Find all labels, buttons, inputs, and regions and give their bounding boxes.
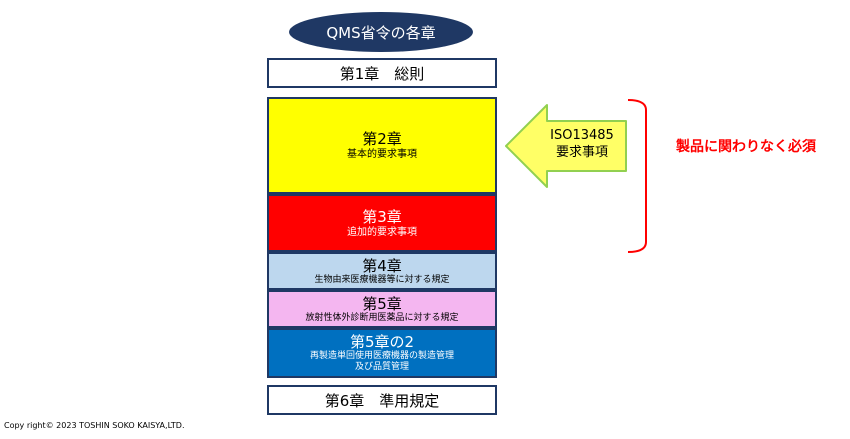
chapter-5-2-label: 第5章の2 [349, 333, 415, 351]
chapter-3-box: 第3章 追加的要求事項 [267, 194, 497, 252]
chapter-5-box: 第5章 放射性体外診断用医薬品に対する規定 [267, 290, 497, 328]
chapter-1-label: 第1章 総則 [339, 64, 425, 83]
chapter-4-box: 第4章 生物由来医療機器等に対する規定 [267, 252, 497, 290]
chapter-2-box: 第2章 基本的要求事項 [267, 97, 497, 194]
chapter-5-2-subtitle: 再製造単回使用医療機器の製造管理 [309, 351, 454, 361]
chapter-5-2-subtitle-line2: 及び品質管理 [354, 362, 409, 372]
chapter-6-box: 第6章 準用規定 [267, 385, 497, 415]
chapter-6-label: 第6章 準用規定 [324, 391, 440, 410]
chapter-1-box: 第1章 総則 [267, 58, 497, 88]
chapter-5-subtitle: 放射性体外診断用医薬品に対する規定 [305, 312, 459, 323]
iso-arrow-line2: 要求事項 [555, 145, 608, 160]
chapter-4-subtitle: 生物由来医療機器等に対する規定 [314, 274, 450, 285]
right-bracket [627, 99, 647, 253]
diagram-title: QMS省令の各章 [289, 12, 473, 52]
chapter-3-subtitle: 追加的要求事項 [347, 226, 417, 238]
chapter-2-subtitle: 基本的要求事項 [347, 149, 417, 160]
chapter-5-label: 第5章 [362, 294, 402, 313]
chapter-4-label: 第4章 [362, 256, 402, 275]
chapter-5-2-box: 第5章の2 再製造単回使用医療機器の製造管理 及び品質管理 [267, 328, 497, 378]
iso-arrow-line1: ISO13485 [550, 128, 614, 143]
iso-arrow-text: ISO13485 要求事項 [540, 127, 624, 161]
chapter-2-label: 第2章 [362, 130, 402, 148]
mandatory-note: 製品に関わりなく必須 [676, 139, 816, 155]
iso-arrow [505, 104, 627, 188]
chapter-3-label: 第3章 [362, 207, 402, 226]
copyright-text: Copy right© 2023 TOSHIN SOKO KAISYA,LTD. [4, 421, 185, 430]
